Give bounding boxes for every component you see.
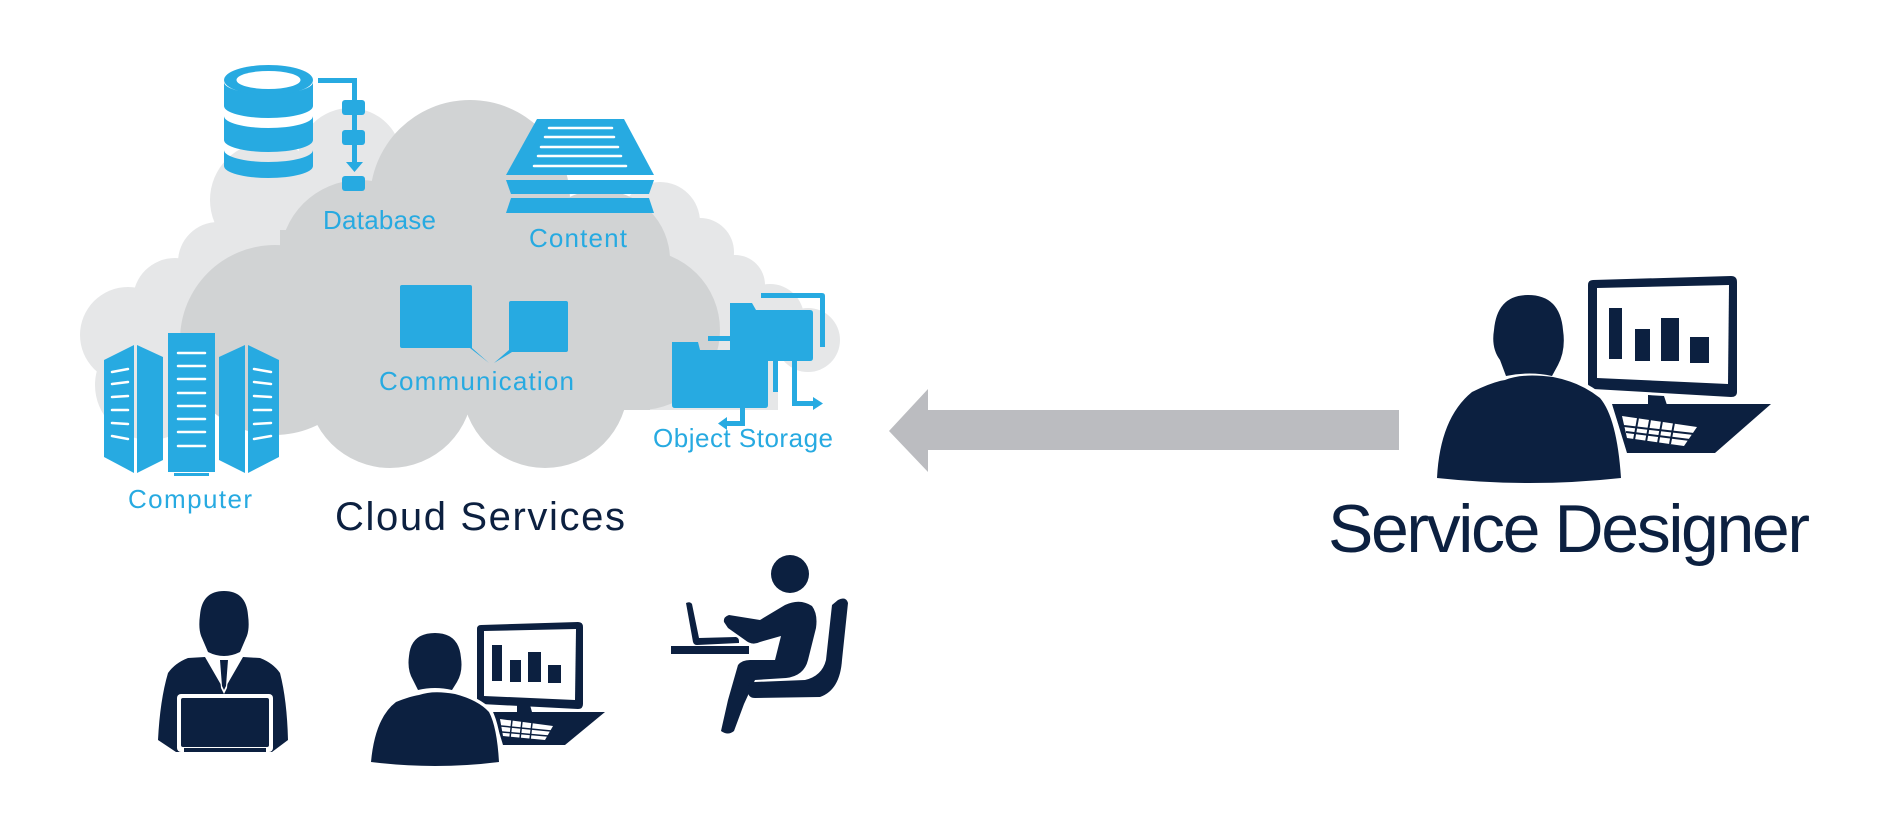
left-arrow-icon bbox=[889, 389, 1399, 472]
service-label-computer: Computer bbox=[128, 484, 252, 514]
person-at-computer-icon bbox=[368, 622, 605, 766]
service-label-database: Database bbox=[323, 205, 436, 235]
server-rack-icon bbox=[104, 333, 279, 476]
service-designer-label: Service Designer bbox=[1328, 491, 1810, 567]
service-label-content: Content bbox=[529, 223, 628, 253]
database-icon bbox=[224, 65, 365, 191]
cloud-shape bbox=[80, 100, 840, 468]
person-at-computer-icon bbox=[1433, 276, 1771, 483]
service-label-object-storage: Object Storage bbox=[653, 423, 833, 453]
chat-bubbles-icon bbox=[400, 285, 568, 363]
folders-icon bbox=[672, 293, 825, 430]
seated-person-laptop-icon bbox=[671, 555, 848, 734]
businessman-laptop-icon bbox=[158, 591, 288, 752]
content-stack-icon bbox=[506, 119, 654, 213]
cloud-services-title: Cloud Services bbox=[335, 495, 625, 539]
service-label-communication: Communication bbox=[379, 366, 574, 396]
